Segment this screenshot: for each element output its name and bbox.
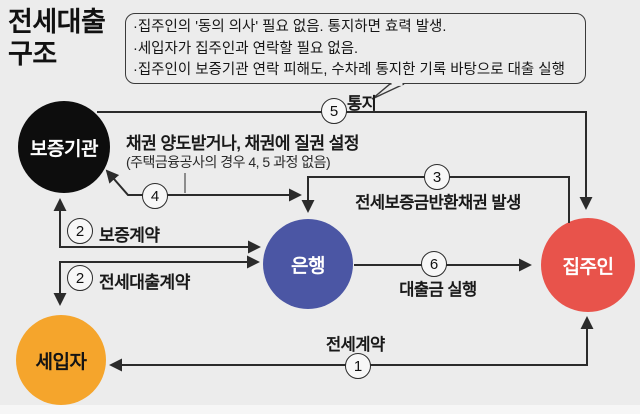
step-5-badge: 5: [321, 98, 347, 124]
step-5-label: 통지: [347, 95, 377, 113]
note-line: ·집주인이 보증기관 연락 피해도, 수차례 통지한 기록 바탕으로 대출 실행: [133, 62, 565, 78]
node-tenant: 세입자: [16, 315, 106, 405]
note-bubble: ·집주인의 '동의 의사' 필요 없음. 통지하면 효력 발생. ·세입자가 집…: [125, 13, 586, 84]
node-tenant-label: 세입자: [35, 351, 87, 373]
node-landlord: 집주인: [541, 218, 635, 312]
step-2-loan-badge: 2: [67, 265, 93, 291]
edge-5-notice-arrow: [97, 111, 593, 210]
edge-2-loan-contract-arrow: [53, 255, 260, 306]
edge-2-guarantee-contract-arrow: [53, 198, 261, 254]
step-6-number: 6: [429, 255, 439, 273]
step-2-number: 2: [75, 222, 85, 240]
page-title-line1: 전세대출: [8, 7, 106, 37]
node-landlord-label: 집주인: [562, 256, 614, 278]
step-3-badge: 3: [424, 164, 450, 190]
step-6-badge: 6: [421, 251, 447, 277]
step-4-badge: 4: [142, 183, 168, 209]
edge-1-lease-contract-arrow: [109, 316, 594, 372]
bottom-margin: [0, 405, 640, 414]
step-1-badge: 1: [345, 353, 371, 379]
step-2-guarantee-badge: 2: [67, 218, 93, 244]
step-1-number: 1: [353, 357, 363, 375]
page-title: 전세대출 구조: [8, 6, 106, 71]
step-5-number: 5: [329, 102, 339, 120]
node-guarantee-institution-label: 보증기관: [30, 138, 98, 160]
step-6-label: 대출금 실행: [399, 281, 477, 299]
note-line: ·집주인의 '동의 의사' 필요 없음. 통지하면 효력 발생.: [133, 19, 447, 35]
note-bubble-tail: [371, 83, 405, 100]
step-4-sublabel: (주택금융공사의 경우 4, 5 과정 없음): [126, 154, 331, 170]
step-4-number: 4: [150, 187, 160, 205]
step-2-number: 2: [75, 269, 85, 287]
page-title-line2: 구조: [8, 39, 57, 70]
step-3-number: 3: [432, 168, 442, 186]
step-2-loan-label: 전세대출계약: [99, 273, 190, 292]
node-guarantee-institution: 보증기관: [18, 101, 110, 193]
edge-4-pledge-arrow: [105, 169, 302, 202]
node-bank-label: 은행: [291, 255, 325, 277]
node-bank: 은행: [263, 219, 353, 309]
step-4-label: 채권 양도받거나, 채권에 질권 설정: [126, 134, 360, 153]
step-1-label: 전세계약: [326, 336, 385, 354]
step-2-guarantee-label: 보증계약: [99, 226, 160, 245]
note-line: ·세입자가 집주인과 연락할 필요 없음.: [133, 40, 359, 57]
step-3-label: 전세보증금반환채권 발생: [355, 194, 521, 212]
